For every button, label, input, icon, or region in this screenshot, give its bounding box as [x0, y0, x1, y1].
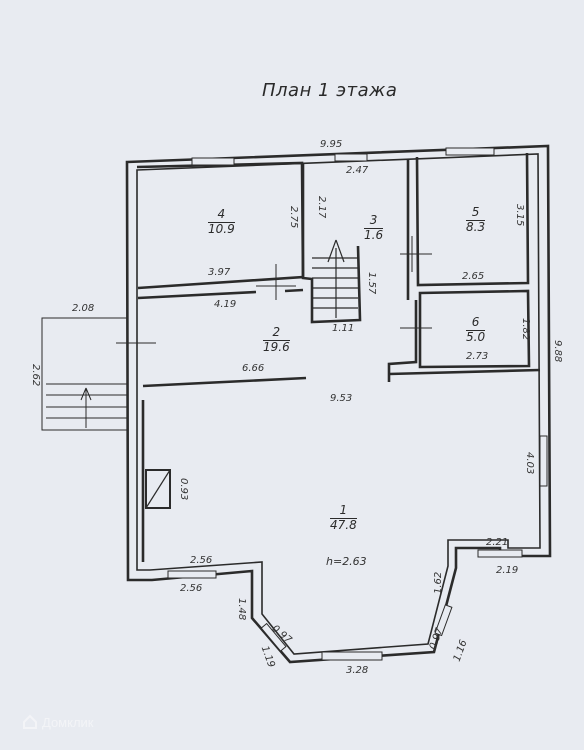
- dim-bay-left-top: 2.56: [190, 555, 213, 566]
- dim-porch-width: 2.08: [72, 303, 95, 314]
- room-number: 3: [364, 213, 384, 229]
- ceiling-height: h=2.63: [326, 555, 367, 568]
- window: [334, 153, 368, 162]
- dim-bay-left-side: 1.48: [236, 598, 247, 621]
- dim-r4-height: 2.75: [288, 206, 299, 229]
- window: [477, 549, 523, 558]
- room-number: 2: [263, 325, 290, 341]
- window: [539, 435, 548, 487]
- dim-corr-top: 4.19: [214, 299, 237, 310]
- window: [191, 157, 235, 166]
- window: [321, 651, 383, 661]
- wall-corridor-top: [137, 288, 304, 300]
- dim-bay-front: 3.28: [346, 665, 369, 676]
- dim-r5-width: 2.65: [462, 271, 485, 282]
- dim-chimney: 0.93: [178, 478, 189, 501]
- dim-total-top: 9.95: [320, 139, 343, 150]
- window: [260, 622, 287, 652]
- window: [434, 604, 453, 637]
- room-number: 1: [330, 503, 357, 519]
- outer-wall-inner: [136, 153, 541, 655]
- dim-r5-height: 3.15: [514, 204, 525, 227]
- room-area: 5.0: [466, 329, 486, 344]
- dim-bay-right-side: 1.62: [433, 571, 444, 594]
- wall-room-5: [415, 152, 530, 287]
- dim-total-right: 9.88: [552, 340, 563, 363]
- room-area: 1.6: [364, 227, 384, 242]
- dim-stair-top: 2.47: [346, 165, 369, 176]
- plan-title: План 1 этажа: [262, 80, 398, 101]
- dim-corr-bottom: 6.66: [242, 363, 265, 374]
- window: [167, 570, 217, 579]
- wall-hall-right: [388, 368, 541, 376]
- room-area: 19.6: [263, 339, 290, 354]
- dim-hall-width: 9.53: [330, 393, 353, 404]
- house-icon: [23, 714, 37, 729]
- watermark: Домклик: [22, 714, 94, 730]
- dim-bay-right-bottom: 2.19: [496, 565, 519, 576]
- watermark-text: Домклик: [42, 714, 94, 730]
- dim-bay-right-top: 2.21: [486, 537, 509, 548]
- dim-r6-height: 1.82: [520, 318, 531, 341]
- room-number: 6: [466, 315, 486, 331]
- wall-divider: [387, 300, 418, 382]
- window: [445, 147, 495, 156]
- porch: [41, 317, 129, 431]
- dim-bay-left-bottom: 2.56: [180, 583, 203, 594]
- dim-stair-width: 1.11: [332, 323, 355, 334]
- dim-stair-height: 2.17: [316, 196, 327, 219]
- room-area: 8.3: [466, 219, 486, 234]
- dim-stair-len: 1.57: [366, 272, 377, 295]
- wall-stair: [301, 160, 410, 324]
- room-area: 10.9: [208, 221, 235, 236]
- wall-corridor-bottom: [142, 376, 307, 388]
- dim-r6-width: 2.73: [466, 351, 489, 362]
- room-area: 47.8: [330, 517, 357, 532]
- dim-right-wall: 4.03: [524, 452, 535, 475]
- dim-r4-width: 3.97: [208, 267, 231, 278]
- room-number: 4: [208, 207, 235, 223]
- chimney: [145, 469, 171, 509]
- door-marks: [116, 236, 432, 360]
- dim-porch-height: 2.62: [30, 364, 41, 387]
- wall-room-6: [418, 289, 531, 369]
- room-number: 5: [466, 205, 486, 221]
